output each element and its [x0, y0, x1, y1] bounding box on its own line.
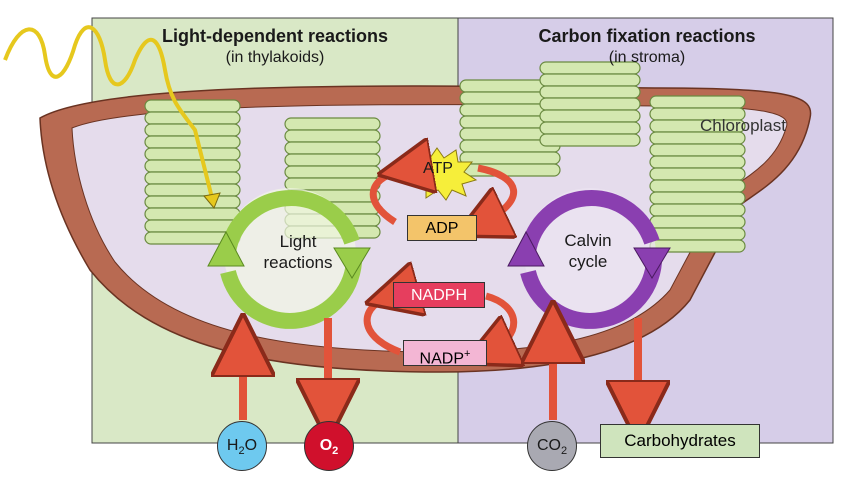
carbohydrates-box: Carbohydrates	[600, 424, 760, 458]
h2o-subscript: 2	[238, 445, 245, 458]
calvin-cycle-label: Calvin cycle	[528, 230, 648, 272]
light-reactions-line1: Light	[279, 232, 317, 251]
co2-subscript: 2	[560, 445, 568, 458]
calvin-cycle-arrow-lower	[520, 261, 662, 329]
nadp-superscript: +	[464, 348, 471, 360]
calvin-cycle-arrow-upper	[520, 190, 660, 254]
light-reactions-line2: reactions	[263, 253, 333, 272]
right-panel-header: Carbon fixation reactions (in stroma)	[462, 26, 832, 67]
calvin-cycle-disc	[524, 188, 656, 320]
nadph-loop-arrow-left	[367, 296, 400, 356]
light-cycle-arrow-lower	[220, 261, 362, 329]
o2-base: O	[319, 437, 333, 454]
co2-base: CO	[536, 437, 561, 454]
light-cycle-arrowhead-right	[333, 247, 371, 279]
atp-label: ATP	[423, 160, 453, 177]
granum-5	[649, 95, 746, 253]
h2o-circle: H2O	[217, 421, 267, 471]
right-panel-title: Carbon fixation reactions	[538, 26, 756, 46]
o2-subscript: 2	[332, 445, 339, 458]
co2-circle: CO2	[527, 421, 577, 471]
right-panel-subtitle: (in stroma)	[608, 49, 686, 66]
light-wave	[3, 25, 214, 199]
adp-from-calvin-arrow	[478, 164, 514, 224]
granum-4	[539, 61, 641, 147]
calvin-cycle-arrowhead-left	[507, 230, 545, 267]
calvin-cycle-line1: Calvin	[564, 231, 612, 250]
left-panel-title: Light-dependent reactions	[161, 26, 388, 46]
light-reactions-label: Light reactions	[238, 231, 358, 273]
h2o-base: H	[226, 437, 239, 454]
chloroplast-label: Chloroplast	[700, 116, 786, 135]
nadph-loop-arrow-right	[486, 292, 514, 352]
light-cycle-disc	[224, 188, 356, 320]
adp-box: ADP	[407, 215, 477, 241]
calvin-cycle-arrowhead-right	[633, 247, 671, 279]
light-cycle-arrow-upper	[220, 190, 360, 254]
left-panel-header: Light-dependent reactions (in thylakoids…	[100, 26, 450, 67]
atp-to-light-arrow	[369, 170, 405, 225]
granum-3	[459, 79, 561, 177]
calvin-cycle-line2: cycle	[568, 252, 608, 271]
left-panel-subtitle: (in thylakoids)	[225, 49, 325, 66]
light-wave-arrowhead	[203, 192, 221, 209]
o2-circle: O2	[304, 421, 354, 471]
nadp-plus-box: NADP+	[403, 340, 487, 368]
granum-1	[144, 99, 241, 245]
nadp-base: NADP	[419, 350, 464, 368]
light-cycle-arrowhead-left	[207, 230, 245, 267]
h2o-rest: O	[244, 437, 258, 454]
nadph-box: NADPH	[393, 282, 485, 308]
